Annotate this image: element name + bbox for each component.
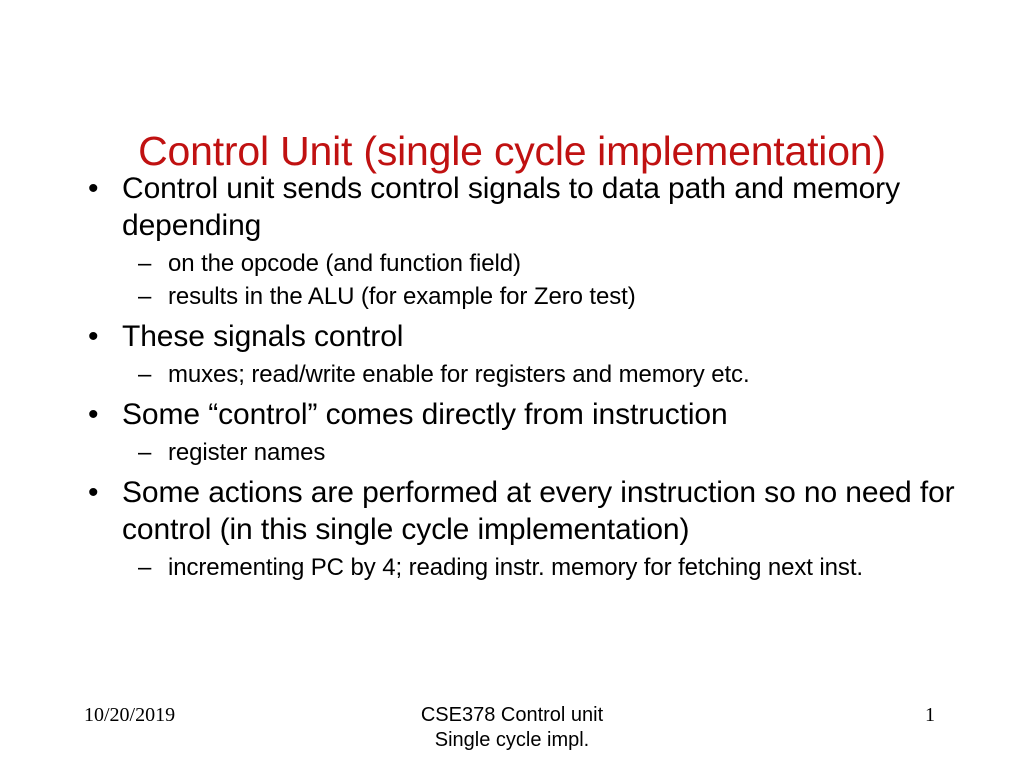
page-title-part2: implementation) xyxy=(597,128,886,175)
bullet-item: • Control unit sends control signals to … xyxy=(80,170,980,244)
sub-bullet-text: register names xyxy=(168,439,326,466)
bullet-text: Some actions are performed at every inst… xyxy=(122,476,955,546)
sub-bullet-item: – on the opcode (and function field) xyxy=(80,248,980,279)
page-title: Control Unit (single cycle implementatio… xyxy=(60,127,964,175)
bullet-item: • These signals control xyxy=(80,318,980,355)
dash-marker-icon: – xyxy=(138,250,152,277)
sub-bullet-text: results in the ALU (for example for Zero… xyxy=(168,283,636,310)
sub-bullet-item: – results in the ALU (for example for Ze… xyxy=(80,281,980,312)
bullet-item: • Some “control” comes directly from ins… xyxy=(80,396,980,433)
dash-marker-icon: – xyxy=(138,283,152,310)
bullet-text: Control unit sends control signals to da… xyxy=(122,172,900,242)
sub-bullet-text: muxes; read/write enable for registers a… xyxy=(168,361,750,388)
bullet-text: These signals control xyxy=(122,320,404,353)
bullet-marker-icon: • xyxy=(88,172,99,205)
footer-center-line2: Single cycle impl. xyxy=(434,729,590,751)
footer-page-number: 1 xyxy=(925,704,935,726)
sub-bullet-text: on the opcode (and function field) xyxy=(168,250,521,277)
bullet-marker-icon: • xyxy=(88,320,99,353)
dash-marker-icon: – xyxy=(138,439,152,466)
footer-date: 10/20/2019 xyxy=(84,704,176,726)
sub-bullet-text: incrementing PC by 4; reading instr. mem… xyxy=(168,554,863,581)
sub-bullet-item: – muxes; read/write enable for registers… xyxy=(80,359,980,390)
sub-bullet-item: – register names xyxy=(80,437,980,468)
bullet-text: Some “control” comes directly from instr… xyxy=(122,398,728,431)
dash-marker-icon: – xyxy=(138,554,152,581)
sub-bullet-item: – incrementing PC by 4; reading instr. m… xyxy=(80,552,980,583)
bullet-item: • Some actions are performed at every in… xyxy=(80,474,980,548)
slide-body: • Control unit sends control signals to … xyxy=(80,170,980,585)
footer-center: CSE378 Control unit Single cycle impl. xyxy=(312,703,712,753)
bullet-marker-icon: • xyxy=(88,476,99,509)
page-title-part1: Control Unit (single cycle xyxy=(138,128,587,175)
bullet-marker-icon: • xyxy=(88,398,99,431)
footer-center-line1: CSE378 Control unit xyxy=(420,704,604,726)
dash-marker-icon: – xyxy=(138,361,152,388)
